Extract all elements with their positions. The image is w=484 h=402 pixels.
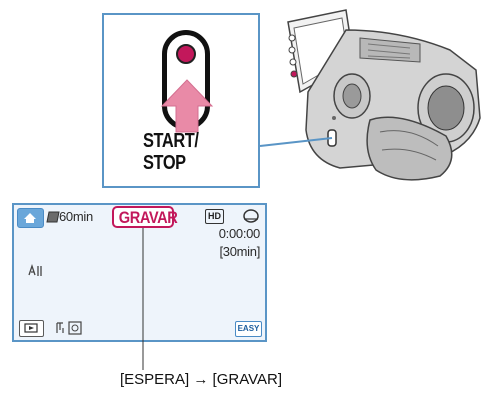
record-dot-icon bbox=[176, 44, 196, 64]
media-disc-icon bbox=[243, 209, 259, 223]
status-change-caption: [ESPERA] → [GRAVAR] bbox=[120, 371, 282, 388]
recording-status-label: GRAVAR bbox=[118, 208, 178, 227]
stop-label: STOP bbox=[143, 152, 186, 174]
start-stop-label: START/ STOP bbox=[143, 130, 225, 174]
view-images-button[interactable] bbox=[19, 320, 44, 337]
lcd-screen bbox=[12, 203, 267, 342]
start-label: START/ bbox=[143, 130, 199, 152]
hd-badge: HD bbox=[205, 209, 224, 224]
play-icon bbox=[24, 323, 38, 333]
camcorder-illustration bbox=[259, 9, 481, 181]
press-arrow-icon bbox=[160, 79, 214, 133]
remaining-time: [30min] bbox=[219, 244, 260, 259]
caption-leader-line bbox=[142, 228, 144, 370]
hd-badge-text: HD bbox=[208, 211, 221, 221]
battery-icon bbox=[46, 211, 60, 223]
home-icon bbox=[24, 213, 36, 223]
home-button[interactable] bbox=[17, 208, 44, 228]
steadyshot-icon bbox=[28, 263, 42, 276]
time-counter: 0:00:00 bbox=[218, 226, 261, 241]
recording-status-badge: GRAVAR bbox=[112, 206, 178, 228]
battery-time: 60min bbox=[59, 209, 93, 224]
face-detect-icon bbox=[56, 321, 82, 335]
easy-button[interactable]: EASY bbox=[235, 321, 262, 337]
